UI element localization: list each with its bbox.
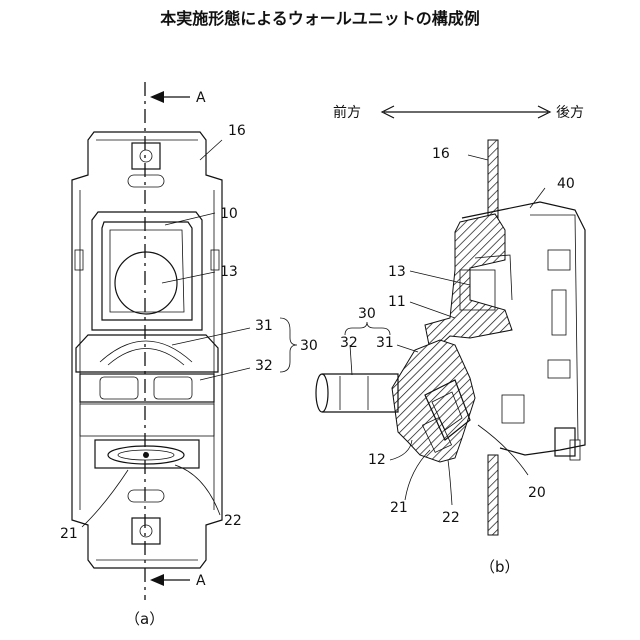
direction-back: 後方 [556,105,584,121]
caption-a: （a） [125,610,164,628]
bottom-oval-hole [128,490,164,502]
label-a-30: 30 [300,338,318,354]
top-mount-slot [132,143,160,169]
label-b-11: 11 [388,294,406,310]
label-b-12: 12 [368,452,386,468]
label-a-31: 31 [255,318,273,334]
label-b-32: 32 [340,335,358,351]
front-body [425,214,512,350]
plug-32 [322,374,398,412]
label-b-31: 31 [376,335,394,351]
section-label-bottom: A [196,573,206,589]
label-a-32: 32 [255,358,273,374]
label-a-10: 10 [220,206,238,222]
label-b-22: 22 [442,510,460,526]
top-oval-hole [128,175,164,187]
label-a-21: 21 [60,526,78,542]
section-label-top: A [196,90,206,106]
outer-plate [72,132,222,568]
view-a: A A [60,82,318,628]
bottom-mount-slot [132,518,160,544]
label-a-22: 22 [224,513,242,529]
figure-title: 本実施形態によるウォールユニットの構成例 [160,9,480,28]
label-b-13: 13 [388,264,406,280]
label-a-16: 16 [228,123,246,139]
view-b: 前方 後方 [316,104,585,576]
label-b-21: 21 [390,500,408,516]
knob [115,252,177,314]
label-a-13: 13 [220,264,238,280]
connector-31 [76,335,218,372]
label-b-30: 30 [358,306,376,322]
caption-b: （b） [480,558,520,576]
wall-plate-top [488,140,498,220]
wall-plate-bottom [488,455,498,535]
label-b-20: 20 [528,485,546,501]
label-b-16: 16 [432,146,450,162]
direction-front: 前方 [333,104,361,121]
label-b-40: 40 [557,176,575,192]
